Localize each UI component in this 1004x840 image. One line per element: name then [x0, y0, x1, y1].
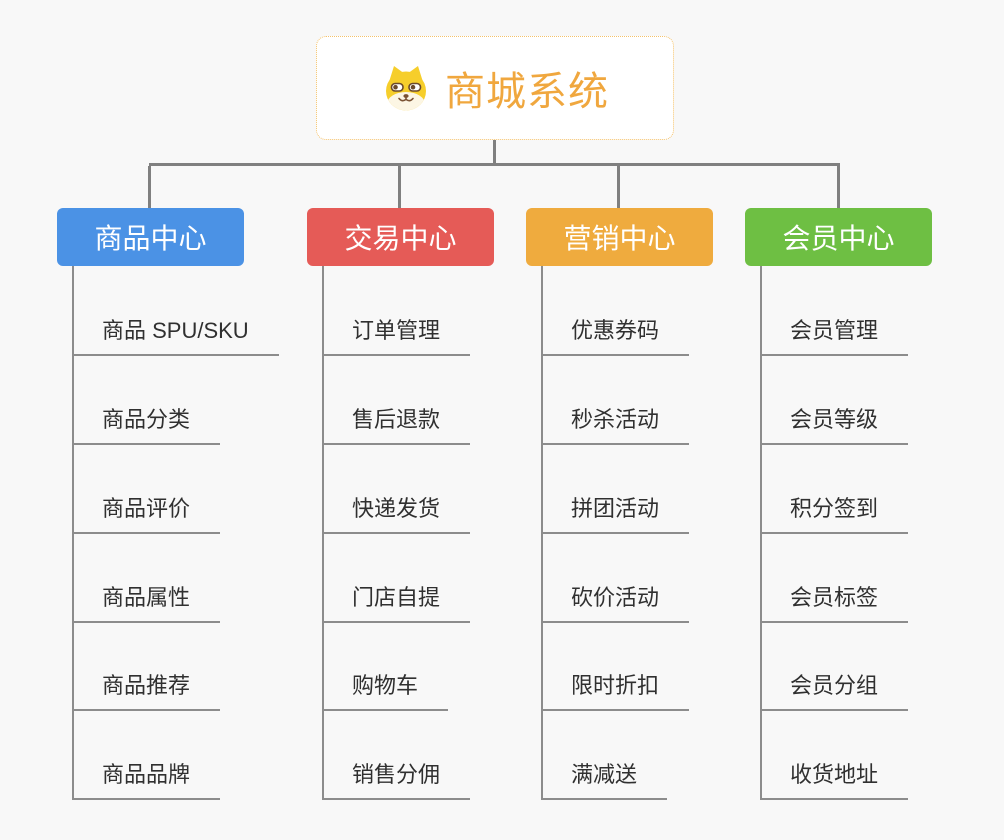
branch-connector-stub [617, 166, 620, 208]
child-node[interactable]: 秒杀活动 [541, 403, 690, 445]
branch-connector-stub [837, 166, 840, 208]
branch-connector-hline [149, 163, 840, 166]
branch-connector-stub [398, 166, 401, 208]
branch-product-center[interactable]: 商品中心 [57, 208, 244, 266]
child-node[interactable]: 会员等级 [760, 403, 909, 445]
child-node[interactable]: 商品推荐 [72, 669, 221, 711]
child-node[interactable]: 商品 SPU/SKU [72, 314, 279, 356]
branch-member-center[interactable]: 会员中心 [745, 208, 932, 266]
child-node[interactable]: 砍价活动 [541, 581, 690, 623]
root-connector-stub [493, 140, 496, 164]
child-node[interactable]: 优惠券码 [541, 314, 690, 356]
child-node[interactable]: 销售分佣 [322, 758, 471, 800]
branch-trade-center[interactable]: 交易中心 [307, 208, 494, 266]
branch-marketing-center[interactable]: 营销中心 [526, 208, 713, 266]
child-node[interactable]: 会员标签 [760, 581, 909, 623]
child-node[interactable]: 门店自提 [322, 581, 471, 623]
child-node[interactable]: 收货地址 [760, 758, 909, 800]
child-node[interactable]: 商品属性 [72, 581, 221, 623]
branch-connector-stub [148, 166, 151, 208]
shiba-dog-icon [386, 66, 426, 111]
child-node[interactable]: 商品分类 [72, 403, 221, 445]
child-node[interactable]: 售后退款 [322, 403, 471, 445]
child-node[interactable]: 会员分组 [760, 669, 909, 711]
child-node[interactable]: 订单管理 [322, 314, 471, 356]
child-node[interactable]: 商品品牌 [72, 758, 221, 800]
child-node[interactable]: 限时折扣 [541, 669, 690, 711]
root-node[interactable]: 商城系统 [316, 36, 674, 140]
child-node[interactable]: 商品评价 [72, 492, 221, 534]
child-node[interactable]: 购物车 [322, 669, 449, 711]
root-title: 商城系统 [445, 70, 609, 114]
child-node[interactable]: 满减送 [541, 758, 668, 800]
child-node[interactable]: 拼团活动 [541, 492, 690, 534]
child-node[interactable]: 快递发货 [322, 492, 471, 534]
child-node[interactable]: 会员管理 [760, 314, 909, 356]
child-node[interactable]: 积分签到 [760, 492, 909, 534]
